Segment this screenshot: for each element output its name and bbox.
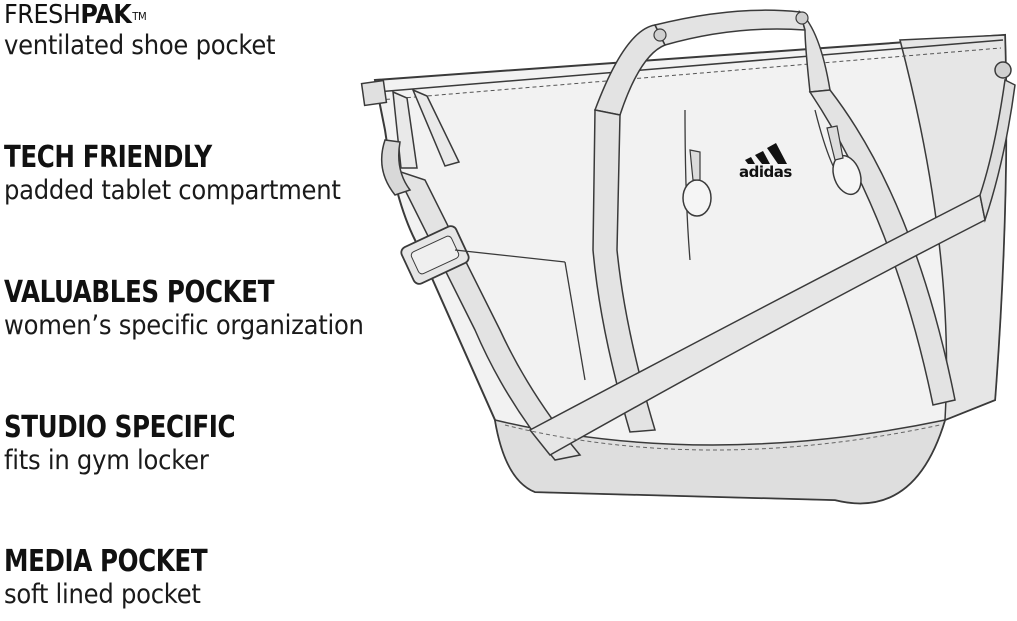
feature-title: MEDIA POCKET (4, 544, 208, 579)
logo-stripe (767, 143, 787, 164)
feature-tech-friendly: TECH FRIENDLY padded tablet compartment (4, 141, 378, 207)
strap-buckle-inner (410, 235, 460, 275)
zipper-pull-front-right (826, 125, 844, 161)
feature-description: soft lined pocket (4, 579, 201, 610)
handle-rivet (653, 28, 667, 42)
zipper-loop-left (682, 179, 712, 217)
strap-ring-right (994, 61, 1012, 79)
feature-description: ventilated shoe pocket (4, 30, 276, 61)
bag-illustration: adidas (355, 0, 1017, 621)
shoulder-strap-tail (979, 78, 1016, 223)
side-pocket-seam (454, 249, 566, 263)
zipper-stitch (378, 47, 1002, 101)
feature-title: FRESHPAKTM (4, 0, 281, 30)
trademark-mark: TM (132, 10, 147, 23)
zipper-pull-front-left (689, 149, 701, 181)
feature-studio-specific: STUDIO SPECIFIC fits in gym locker (4, 411, 286, 477)
feature-freshpak: FRESHPAKTM ventilated shoe pocket (4, 0, 305, 62)
feature-media-pocket: MEDIA POCKET soft lined pocket (4, 545, 252, 611)
strap-clip (380, 139, 412, 196)
brand-title-bold: PAK (80, 0, 132, 30)
bottom-stitch (504, 424, 941, 451)
feature-title: STUDIO SPECIFIC (4, 410, 236, 445)
feature-list: FRESHPAKTM ventilated shoe pocket TECH F… (4, 0, 424, 621)
feature-title: VALUABLES POCKET (4, 275, 275, 310)
adidas-logo-icon (745, 143, 787, 164)
feature-description: fits in gym locker (4, 445, 209, 476)
handle-top (653, 9, 807, 46)
bag-logo-text: adidas (739, 163, 792, 181)
zipper-track (376, 39, 1004, 93)
side-pocket-seam (564, 261, 586, 381)
brand-title-light: FRESH (4, 0, 81, 30)
feature-valuables-pocket: VALUABLES POCKET women’s specific organi… (4, 276, 404, 342)
bag-bottom-panel (494, 419, 947, 505)
zipper-pull-left-2 (411, 88, 461, 167)
logo-stripe (755, 151, 770, 164)
handle-rivet (795, 11, 809, 25)
front-strap-left (592, 109, 656, 433)
feature-title: TECH FRIENDLY (4, 140, 212, 175)
feature-description: women’s specific organization (4, 310, 364, 341)
logo-stripe (745, 157, 755, 164)
feature-description: padded tablet compartment (4, 175, 341, 206)
bag-drawing: adidas (360, 9, 1016, 505)
zipper-end-tab (360, 79, 388, 107)
